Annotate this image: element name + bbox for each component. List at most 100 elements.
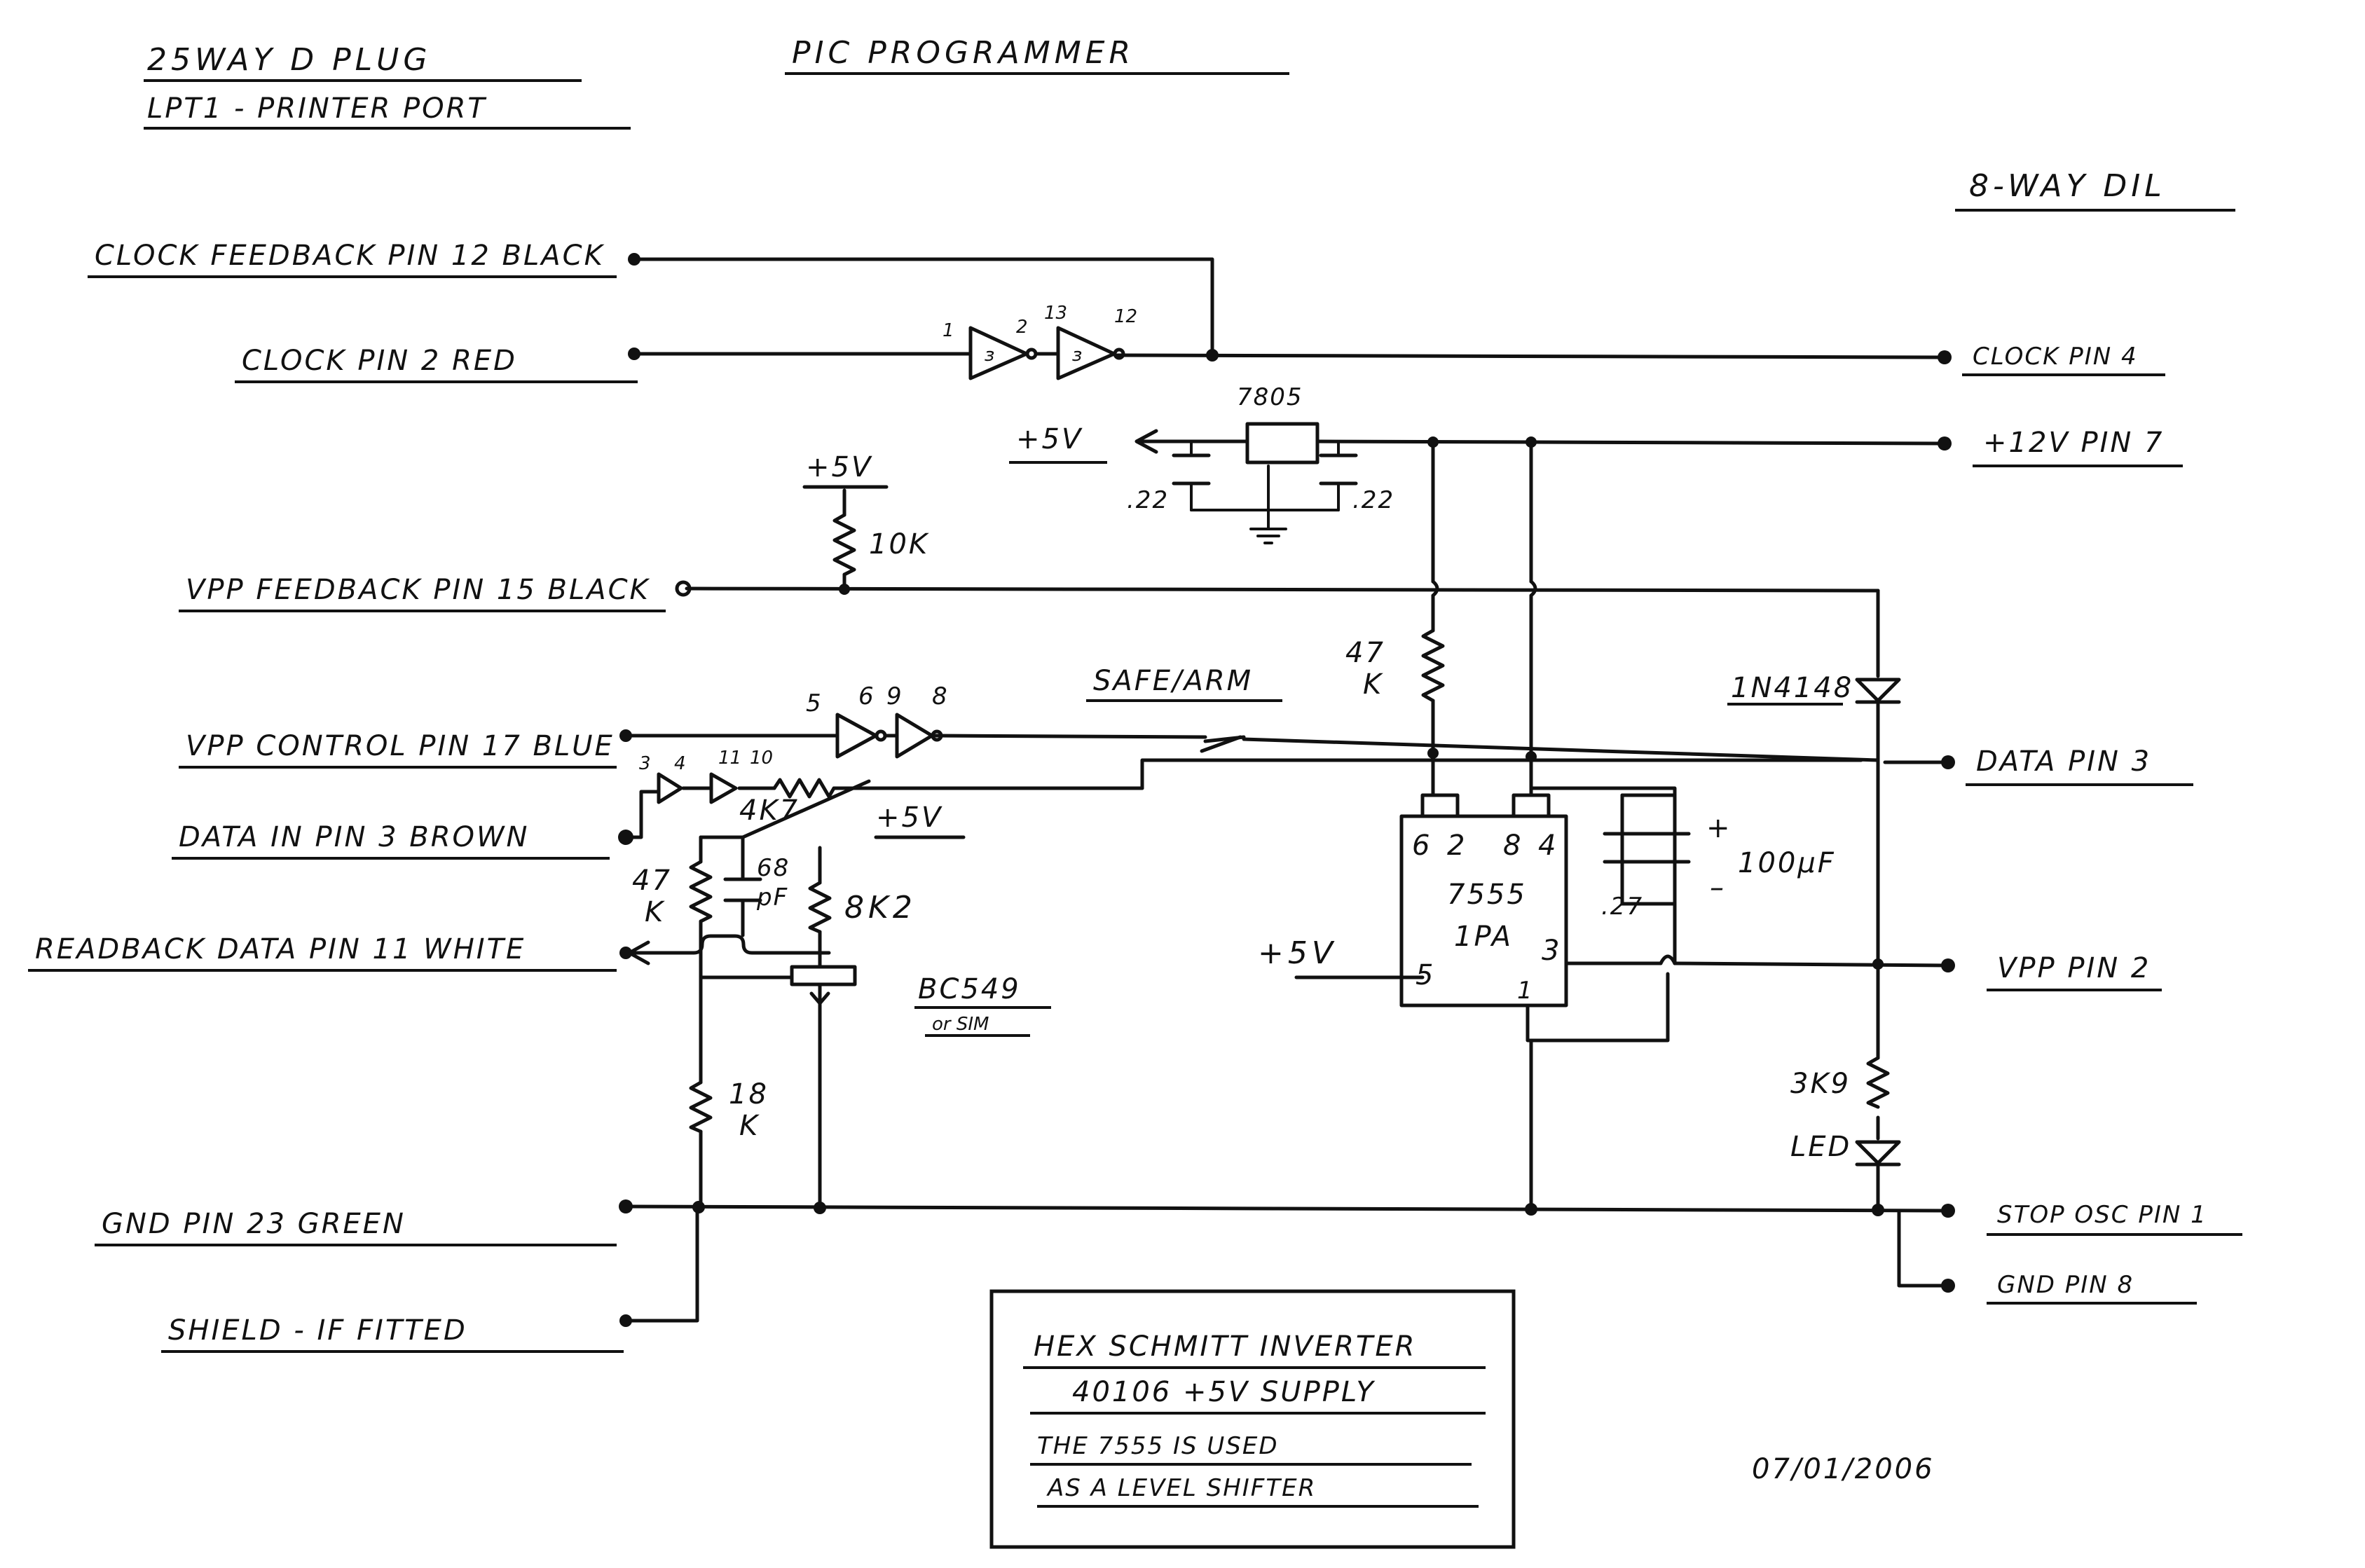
junction-dot [1526,436,1537,448]
terminal-dot [1941,1279,1955,1293]
regulator-label: 7805 [1237,383,1303,411]
diode-1n4148: 1N4148 [1727,672,1901,706]
terminal-dot [628,253,640,266]
ic-pin-5: 5 [1415,959,1435,991]
ic-pin-4: 4 [1538,830,1558,862]
label-47k-top-a: 47 [1345,637,1385,669]
label-68p-b: pF [756,883,788,912]
label-bc549: BC549 [918,973,1021,1005]
terminal-dot [1941,1204,1955,1218]
inverter-vpp-1 [835,713,887,759]
wire-12v [1315,439,1950,446]
junction-dot [692,1201,705,1213]
label-vpp-feedback: VPP FEEDBACK PIN 15 BLACK [186,574,650,606]
capacitor-right: .22 [1319,453,1393,514]
label-readback: READBACK DATA PIN 11 WHITE [35,933,526,965]
label-data-in: DATA IN PIN 3 BROWN [179,821,529,853]
capacitor-100uf: + – 100µF .27 [1601,793,1836,921]
label-3k9: 3K9 [1790,1068,1851,1100]
terminal-dot [1938,436,1952,451]
label-10k: 10K [869,528,929,561]
notes-line1: HEX SCHMITT INVERTER [1034,1330,1416,1363]
label-18k-b: K [739,1110,760,1142]
inverter-triangle [657,772,683,804]
label-1n4148: 1N4148 [1731,672,1853,704]
left-pin-labels: CLOCK FEEDBACK PIN 12 BLACK CLOCK PIN 2 … [28,240,666,1353]
label-5v-ic: +5V [1258,935,1337,971]
wire-clock-feedback [632,257,1214,359]
terminal-dot [619,1199,633,1213]
ic-name: 7555 [1447,879,1527,911]
inverter-clock-2: ɜ [1056,326,1125,380]
label-vpp-control: VPP CONTROL PIN 17 BLUE [186,730,615,762]
title-block: PIC PROGRAMMER [785,35,1289,75]
left-header-line1: 25WAY D PLUG [147,42,431,78]
label-right-vpp: VPP PIN 2 [1997,952,2151,984]
resistor-8k2 [808,881,832,934]
inverter-data-1 [657,772,683,804]
ic-pin-3: 3 [1542,935,1561,967]
junction-dot [1872,1204,1884,1216]
notes-frame [989,1289,1516,1549]
junctions [618,253,1955,1327]
notes-line2: 40106 +5V SUPPLY [1072,1376,1376,1408]
label-5v-top: +5V [806,451,872,483]
label-clock-feedback: CLOCK FEEDBACK PIN 12 BLACK [95,240,605,272]
arrow-down-icon [809,991,830,1005]
wire-emitter-base [699,968,794,979]
junction-dot [1872,958,1884,970]
resistor-47k-top [1421,628,1445,703]
wire-cap-100u [1620,793,1677,965]
gate-pin-3: 3 [639,753,651,774]
right-pin-labels: CLOCK PIN 4 +12V PIN 7 DATA PIN 3 VPP PI… [1962,343,2242,1305]
transistor-bc549: BC549 or SIM [790,965,1051,1037]
notes-line3: THE 7555 IS USED [1037,1432,1279,1460]
wire-switch-arm [1200,735,1242,753]
regulator-7805: 7805 [1237,383,1319,465]
ic-pin-1: 1 [1517,977,1534,1005]
inverter-data-2 [709,772,738,804]
junction-dot [814,1202,826,1214]
regulator-body [1245,422,1319,465]
label-right-gnd: GND PIN 8 [1997,1271,2134,1299]
label-gnd: GND PIN 23 GREEN [102,1208,406,1240]
gate-pin-10: 10 [750,748,773,769]
label-right-12v: +12V PIN 7 [1983,427,2165,459]
label-right-data: DATA PIN 3 [1976,745,2151,778]
inverter-bubble [1113,348,1125,360]
right-header: 8-WAY DIL [1955,168,2235,212]
label-led: LED [1790,1131,1851,1163]
inverter-triangle [895,713,934,759]
label-27: .27 [1601,893,1643,921]
label-right-stop-osc: STOP OSC PIN 1 [1997,1201,2207,1229]
wire-vpp-feedback [685,586,1880,593]
wire-shield [624,1206,699,1323]
terminal-dot [628,348,640,360]
label-right-clock: CLOCK PIN 4 [1973,343,2138,371]
notes-line4: AS A LEVEL SHIFTER [1046,1474,1316,1502]
page-title: PIC PROGRAMMER [792,35,1134,71]
inverter-vpp-2 [895,713,943,759]
terminal-dot [675,580,692,597]
label-100uf: 100µF [1738,847,1836,879]
junction-dot [1525,1203,1537,1216]
label-safe-arm: SAFE/ARM [1093,665,1253,697]
wire-data-in [624,790,661,839]
terminal-dot [1941,958,1955,972]
notes-box: HEX SCHMITT INVERTER 40106 +5V SUPPLY TH… [989,1289,1516,1549]
ic-body [1399,814,1568,1007]
wire-readback-cross [692,934,831,955]
ground-icon [1249,528,1287,544]
gate-pin-8: 8 [932,682,949,710]
cap-left-label: .22 [1127,486,1169,514]
diode-triangle [1855,678,1901,703]
resistor-3k9 [1866,1056,1890,1109]
wire-vpp-out-right [1673,961,1950,968]
inverter-triangle [709,772,738,804]
label-5v-regulator: +5V [1016,423,1083,455]
inverter-triangle [835,713,878,759]
wire-clock-out [1116,353,1943,359]
junction-dot [1427,748,1439,759]
label-68p-a: 68 [757,854,790,882]
